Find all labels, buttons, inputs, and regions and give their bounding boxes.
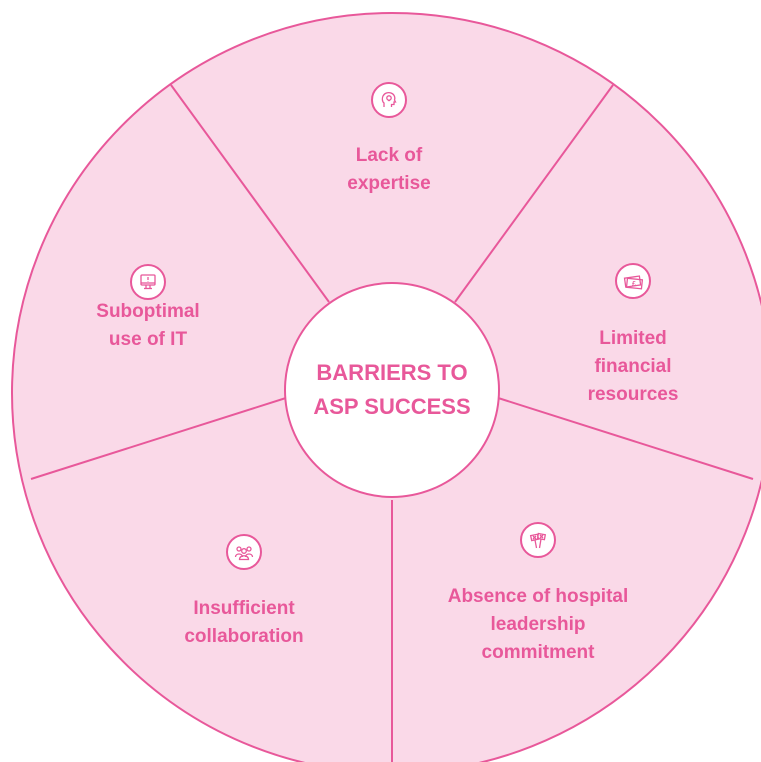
segment-label-suboptimal-use-of-it: Suboptimal use of IT bbox=[96, 301, 200, 350]
divider-line bbox=[454, 84, 614, 303]
segment-label-limited-financial-resources: Limited financial resources bbox=[587, 328, 679, 405]
pound-banknote-icon: £ bbox=[615, 263, 651, 299]
svg-text:£: £ bbox=[632, 281, 636, 288]
lightbulb-head-icon bbox=[371, 82, 407, 118]
segment-label-absence-of-leadership: Absence of hospital leadership commitmen… bbox=[447, 586, 629, 663]
computer-monitor-icon bbox=[130, 264, 166, 300]
group-people-icon bbox=[226, 534, 262, 570]
divider-line bbox=[170, 84, 330, 303]
segment-label-lack-of-expertise: Lack of expertise bbox=[347, 145, 431, 194]
center-circle bbox=[284, 282, 500, 498]
divider-line bbox=[30, 396, 290, 480]
divider-line bbox=[494, 396, 754, 480]
center-title: BARRIERS TO ASP SUCCESS bbox=[313, 360, 471, 419]
protest-signs-icon bbox=[520, 522, 556, 558]
segment-label-insufficient-collaboration: Insufficient collaboration bbox=[184, 598, 304, 647]
